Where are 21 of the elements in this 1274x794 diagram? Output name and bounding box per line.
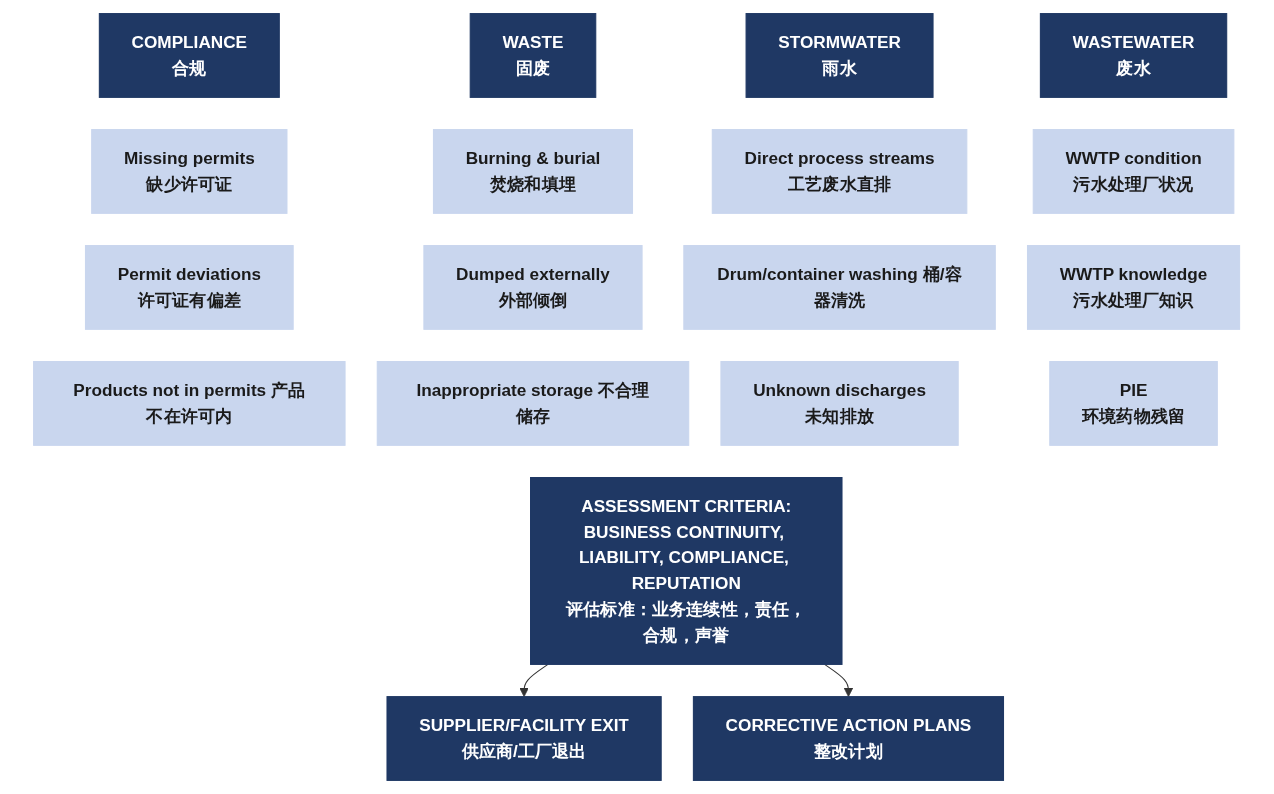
- node-box: Products not in permits 产品不在许可内: [33, 361, 346, 446]
- node-box: Burning & burial 焚烧和填埋: [433, 129, 634, 214]
- node-box: ASSESSMENT CRITERIA: BUSINESS CONTINUITY, LIABILITY, COMPLIANCE, REPUTATION 评估标准：业务连续性，责任，合规，声誉: [530, 477, 843, 665]
- arrow: [824, 663, 854, 698]
- node-box: Drum/container washing 桶/容器清洗: [683, 245, 997, 330]
- node-box: WWTP knowledge 污水处理厂知识: [1027, 245, 1241, 330]
- node-box: Unknown discharges 未知排放: [720, 361, 960, 446]
- node-box: SUPPLIER/FACILITY EXIT 供应商/工厂退出: [386, 696, 663, 781]
- node-box: Dumped externally 外部倾倒: [423, 245, 643, 330]
- node-box: COMPLIANCE 合规: [99, 13, 281, 98]
- node-box: CORRECTIVE ACTION PLANS 整改计划: [693, 696, 1005, 781]
- node-box: Inappropriate storage 不合理储存: [377, 361, 690, 446]
- node-box: Permit deviations 许可证有偏差: [85, 245, 295, 330]
- node-box: PIE 环境药物残留: [1049, 361, 1219, 446]
- node-box: Direct process streams 工艺废水直排: [712, 129, 968, 214]
- arrow: [519, 663, 549, 698]
- node-box: STORMWATER 雨水: [745, 13, 934, 98]
- node-box: WWTP condition 污水处理厂状况: [1033, 129, 1235, 214]
- node-box: WASTEWATER 废水: [1040, 13, 1228, 98]
- node-box: WASTE 固废: [470, 13, 597, 98]
- node-box: Missing permits 缺少许可证: [91, 129, 288, 214]
